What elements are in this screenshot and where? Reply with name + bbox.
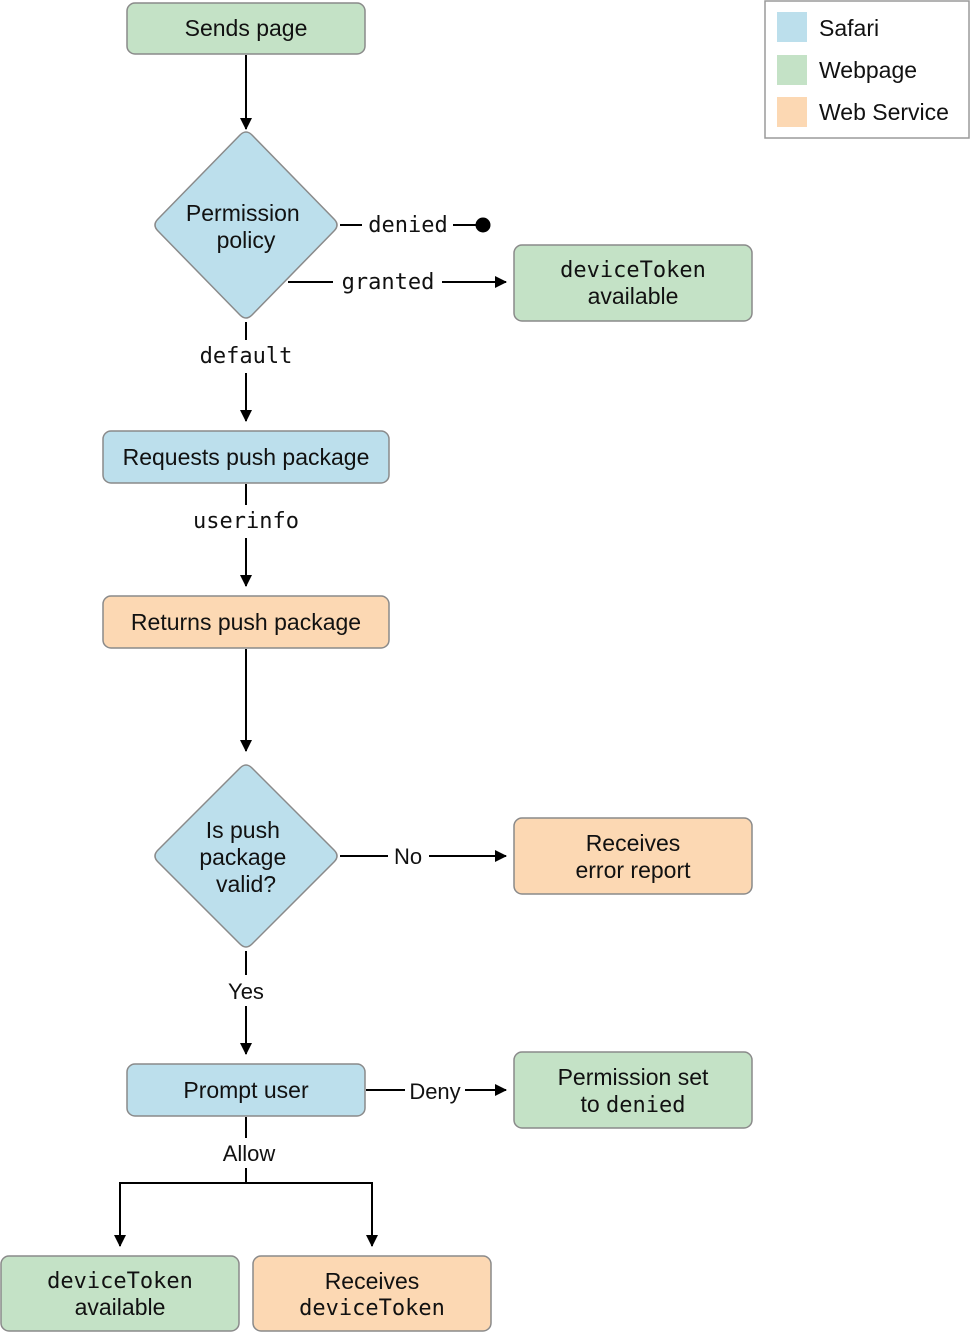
receives-error-line2: error report xyxy=(575,857,691,883)
requests-push-package-label: Requests push package xyxy=(123,444,370,470)
node-device-token-available-bottom: deviceToken available xyxy=(0,1255,240,1332)
legend-swatch-web-service xyxy=(777,97,807,127)
prompt-user-label: Prompt user xyxy=(183,1077,309,1103)
node-returns-push-package: Returns push package xyxy=(102,595,390,649)
sends-page-label: Sends page xyxy=(185,15,308,41)
edge-label-allow: Allow xyxy=(223,1141,276,1166)
legend-label-web-service: Web Service xyxy=(819,99,949,125)
receives-device-token-code: deviceToken xyxy=(299,1296,445,1321)
node-is-push-package-valid: Is push package valid? xyxy=(154,764,338,948)
legend-label-webpage: Webpage xyxy=(819,57,917,83)
edge-label-userinfo: userinfo xyxy=(193,509,299,534)
denied-terminal-dot xyxy=(475,217,491,233)
edge-label-deny: Deny xyxy=(409,1079,460,1104)
device-token-bottom-code: deviceToken xyxy=(47,1269,193,1294)
receives-device-token-line1: Receives xyxy=(325,1268,420,1294)
legend-swatch-safari xyxy=(777,12,807,42)
edge-allow-right-branch xyxy=(246,1182,378,1247)
device-token-bottom-label: available xyxy=(75,1294,166,1320)
receives-error-line1: Receives xyxy=(586,830,681,856)
legend: Safari Webpage Web Service xyxy=(764,0,970,139)
permission-policy-label: Permission policy xyxy=(186,200,306,253)
device-token-top-code: deviceToken xyxy=(560,258,706,283)
edge-label-yes: Yes xyxy=(228,979,264,1004)
permission-set-line1: Permission set xyxy=(558,1064,709,1090)
node-receives-device-token: Receives deviceToken xyxy=(252,1255,492,1332)
returns-push-package-label: Returns push package xyxy=(131,609,361,635)
node-requests-push-package: Requests push package xyxy=(102,430,390,484)
node-permission-policy: Permission policy xyxy=(154,131,338,319)
legend-swatch-webpage xyxy=(777,55,807,85)
is-valid-label: Is push package valid? xyxy=(199,817,292,897)
edge-label-no: No xyxy=(394,844,422,869)
edge-allow-left-branch xyxy=(114,1168,247,1247)
node-prompt-user: Prompt user xyxy=(126,1063,366,1117)
edge-label-granted: granted xyxy=(342,270,435,295)
legend-label-safari: Safari xyxy=(819,15,879,41)
permission-set-line2: to denied xyxy=(580,1091,685,1118)
node-sends-page: Sends page xyxy=(126,2,366,55)
edge-label-default: default xyxy=(200,344,293,369)
edge-label-denied: denied xyxy=(368,213,447,238)
node-permission-set-denied: Permission set to denied xyxy=(513,1051,753,1129)
node-receives-error-report: Receives error report xyxy=(513,817,753,895)
device-token-top-label: available xyxy=(588,283,679,309)
node-device-token-available-top: deviceToken available xyxy=(513,244,753,322)
